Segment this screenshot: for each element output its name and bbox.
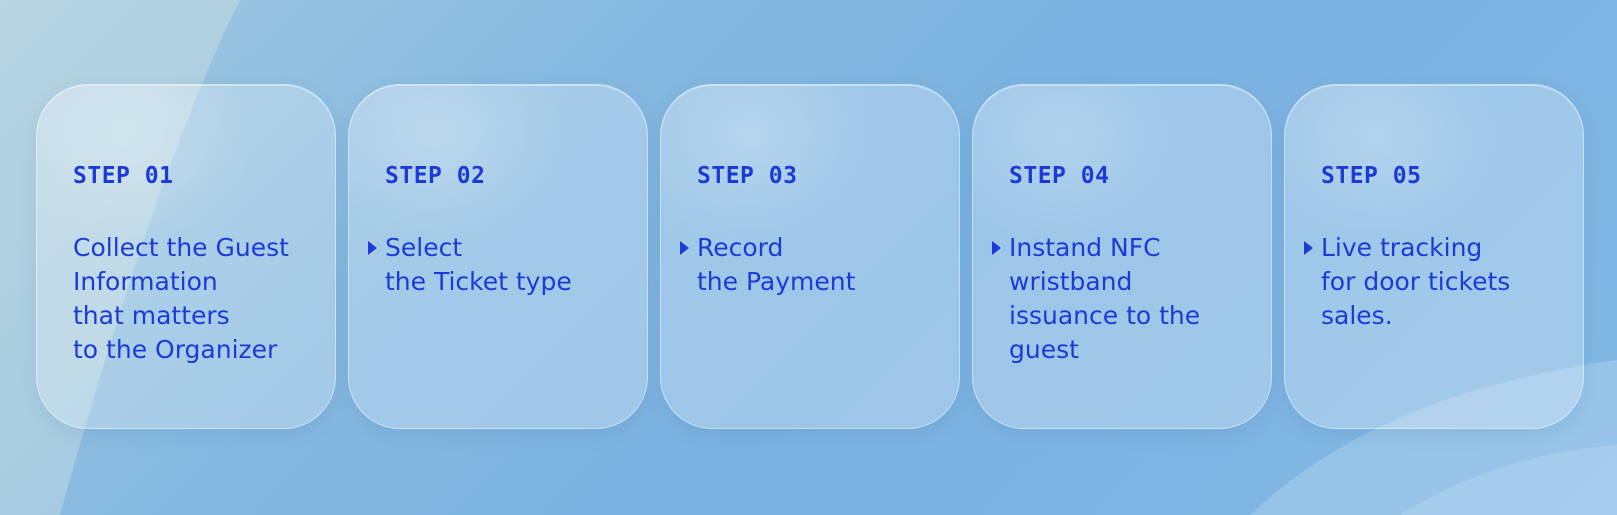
step-card-5: STEP 05 Live tracking for door tickets s…	[1284, 84, 1584, 429]
step-text: Select the Ticket type	[385, 233, 572, 296]
step-text: Record the Payment	[697, 233, 856, 296]
step-card-1: STEP 01 Collect the Guest Information th…	[36, 84, 336, 429]
play-arrow-icon	[368, 241, 377, 255]
step-body: Collect the Guest Information that matte…	[73, 231, 317, 367]
step-text: Collect the Guest Information that matte…	[73, 233, 289, 364]
play-arrow-icon	[680, 241, 689, 255]
step-label: STEP 03	[697, 163, 798, 189]
step-card-3: STEP 03 Record the Payment	[660, 84, 960, 429]
step-text: Live tracking for door tickets sales.	[1321, 233, 1511, 330]
step-body: Select the Ticket type	[368, 231, 629, 299]
steps-row: STEP 01 Collect the Guest Information th…	[36, 84, 1584, 429]
step-label: STEP 05	[1321, 163, 1422, 189]
step-body: Instand NFC wristband issuance to the gu…	[992, 231, 1253, 367]
step-body: Live tracking for door tickets sales.	[1304, 231, 1565, 333]
play-arrow-icon	[1304, 241, 1313, 255]
step-text: Instand NFC wristband issuance to the gu…	[1009, 233, 1201, 364]
step-label: STEP 04	[1009, 163, 1110, 189]
step-card-4: STEP 04 Instand NFC wristband issuance t…	[972, 84, 1272, 429]
play-arrow-icon	[992, 241, 1001, 255]
step-card-2: STEP 02 Select the Ticket type	[348, 84, 648, 429]
step-label: STEP 02	[385, 163, 486, 189]
step-body: Record the Payment	[680, 231, 941, 299]
step-label: STEP 01	[73, 163, 174, 189]
